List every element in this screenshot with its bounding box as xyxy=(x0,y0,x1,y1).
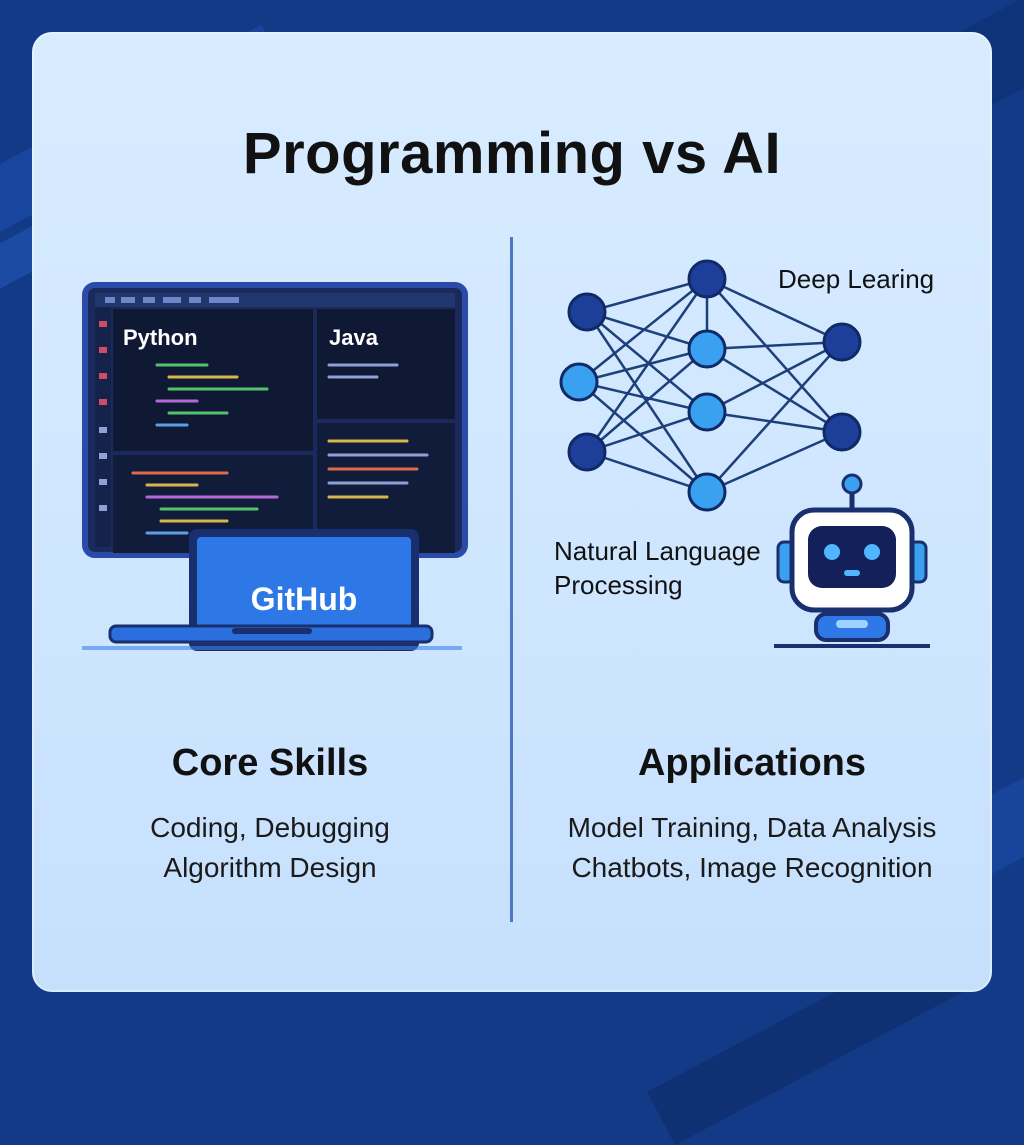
core-skill-line: Coding, Debugging xyxy=(150,812,390,843)
screen-tab-python: Python xyxy=(123,325,198,350)
center-divider xyxy=(510,237,513,922)
core-skills-list: Coding, Debugging Algorithm Design xyxy=(50,808,490,888)
screen-tab-java: Java xyxy=(329,325,379,350)
network-node xyxy=(559,362,599,402)
network-node xyxy=(687,472,727,512)
deep-learning-label: Deep Learing xyxy=(778,264,935,294)
nlp-label-line: Processing xyxy=(554,570,683,600)
applications-heading: Applications xyxy=(637,742,867,784)
network-node xyxy=(567,292,607,332)
network-node xyxy=(687,329,727,369)
applications-list: Model Training, Data Analysis Chatbots, … xyxy=(532,808,972,888)
network-node xyxy=(687,392,727,432)
laptop-icon xyxy=(189,529,419,651)
network-node xyxy=(687,259,727,299)
core-skills-heading: Core Skills xyxy=(171,742,369,784)
neural-network-icon xyxy=(559,259,862,512)
robot-icon xyxy=(774,473,930,648)
infographic-card: Programming vs AI Python Java xyxy=(32,32,992,992)
page-title: Programming vs AI xyxy=(242,121,782,186)
network-node xyxy=(567,432,607,472)
network-node xyxy=(822,412,862,452)
laptop-base xyxy=(82,624,462,650)
nlp-label-line: Natural Language xyxy=(554,536,761,566)
monitor-icon: Python Java xyxy=(82,282,468,651)
core-skill-line: Algorithm Design xyxy=(163,852,377,883)
application-line: Chatbots, Image Recognition xyxy=(571,852,933,883)
laptop-label: GitHub xyxy=(251,581,358,617)
application-line: Model Training, Data Analysis xyxy=(567,812,937,843)
network-node xyxy=(822,322,862,362)
nlp-label: Natural Language Processing xyxy=(554,534,761,602)
